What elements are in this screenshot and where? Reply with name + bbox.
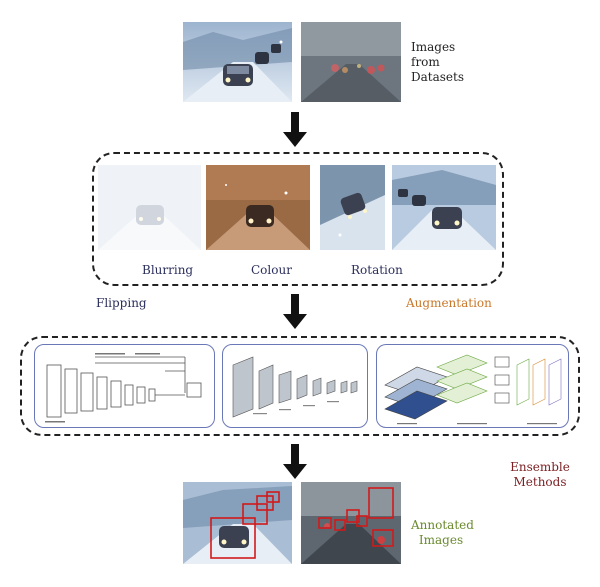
colour-image — [206, 165, 310, 250]
augmentation-label: Augmentation — [406, 296, 492, 310]
annotated-snow-image — [183, 482, 292, 564]
datasets-label: Images from Datasets — [411, 40, 464, 84]
dataset-snow-image — [183, 22, 292, 102]
colour-label: Colour — [251, 263, 292, 277]
blurred-image — [98, 165, 201, 250]
network-diagram-2 — [222, 344, 368, 428]
flipped-image — [392, 165, 496, 250]
rotation-label: Rotation — [351, 263, 403, 277]
down-arrow-icon — [283, 294, 307, 329]
network-diagram-1 — [34, 344, 215, 428]
flipping-label: Flipping — [96, 296, 147, 310]
down-arrow-icon — [283, 444, 307, 479]
annotated-label: Annotated Images — [411, 518, 474, 547]
blurring-label: Blurring — [142, 263, 194, 277]
ensemble-label: Ensemble Methods — [510, 460, 570, 489]
annotated-rain-image — [301, 482, 401, 564]
down-arrow-icon — [283, 112, 307, 147]
augmentation-box — [92, 152, 504, 286]
dataset-rain-image — [301, 22, 401, 102]
network-diagram-3 — [376, 344, 569, 428]
rotated-image — [320, 165, 385, 250]
ensemble-box — [20, 336, 580, 436]
